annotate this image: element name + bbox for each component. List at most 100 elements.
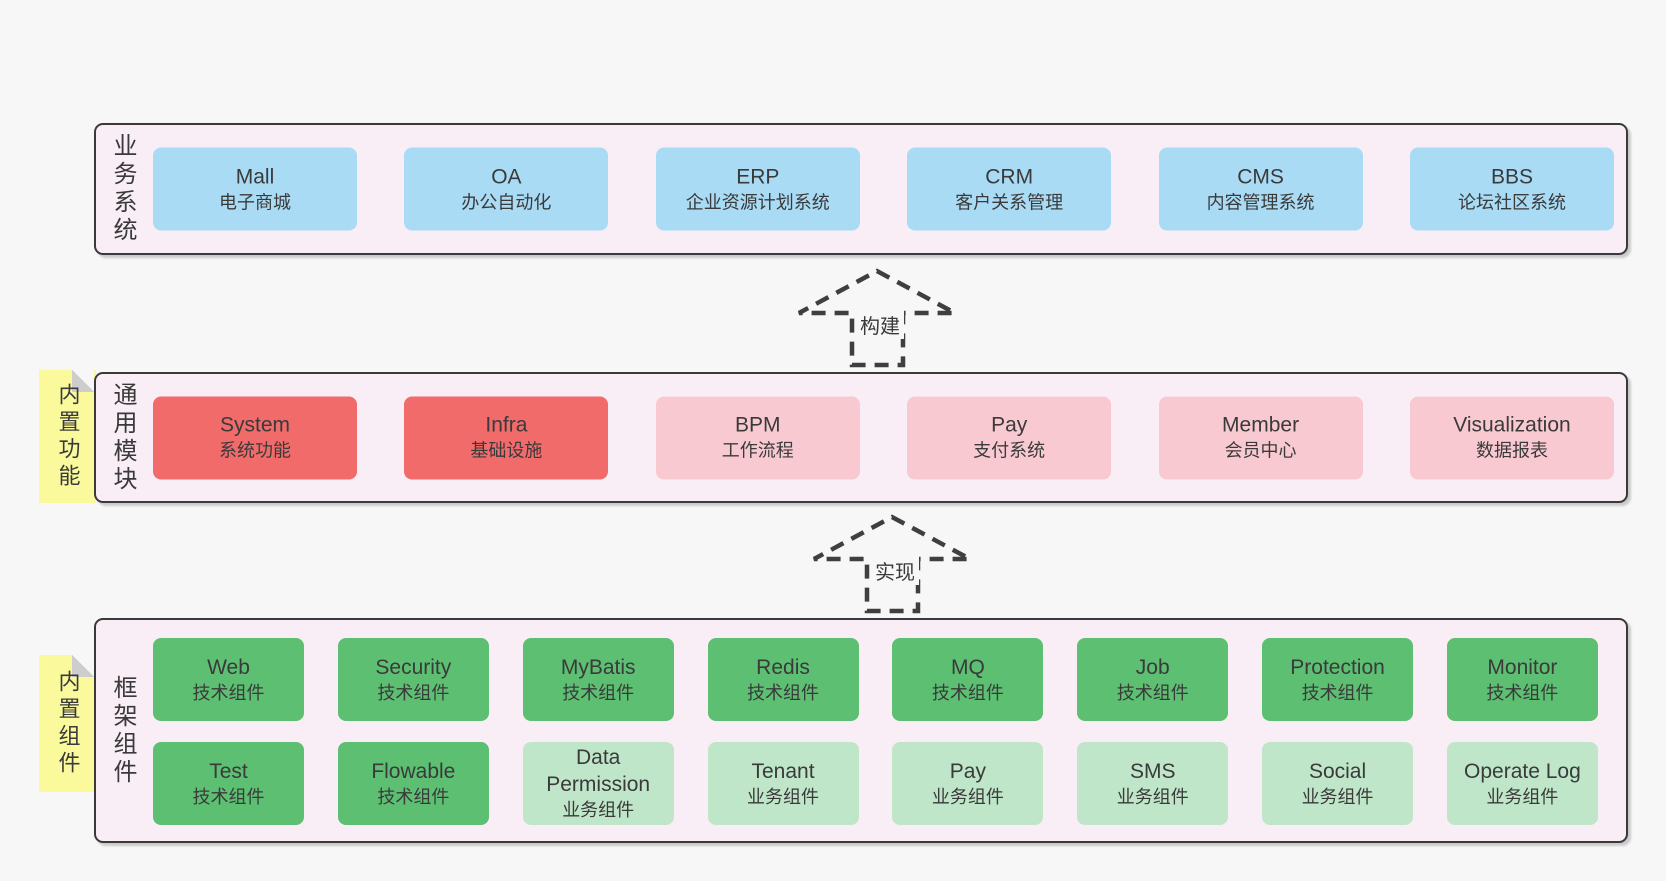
box-test-desc: 技术组件 (192, 786, 265, 807)
box-web-name: Web (207, 655, 250, 679)
framework-components-panel: 框架组件 Web 技术组件 Security 技术组件 MyBatis 技术组件… (94, 618, 1628, 843)
box-system-desc: 系统功能 (219, 440, 291, 461)
box-pay-component: Pay 业务组件 (892, 742, 1044, 825)
box-monitor: Monitor 技术组件 (1446, 638, 1598, 721)
box-protection-desc: 技术组件 (1301, 682, 1374, 703)
box-erp-desc: 企业资源计划系统 (685, 192, 830, 212)
box-data-permission-name: Data Permission (546, 746, 651, 796)
box-visualization: Visualization 数据报表 (1409, 396, 1614, 479)
box-job-name: Job (1135, 655, 1170, 679)
box-infra-desc: 基础设施 (470, 440, 543, 461)
box-sms-name: SMS (1129, 759, 1176, 783)
box-visualization-name: Visualization (1453, 413, 1571, 437)
box-web: Web 技术组件 (153, 638, 304, 721)
box-test-name: Test (209, 759, 248, 783)
framework-components-label: 框架组件 (109, 674, 136, 787)
box-redis-desc: 技术组件 (747, 682, 820, 703)
builtin-components-sticky-label: 内置组件 (55, 669, 81, 778)
box-tenant-desc: 业务组件 (747, 786, 820, 807)
box-tenant-name: Tenant (751, 759, 815, 783)
box-infra: Infra 基础设施 (404, 396, 609, 479)
box-pay-module-desc: 支付系统 (973, 440, 1046, 461)
box-tenant: Tenant 业务组件 (707, 742, 859, 825)
box-protection-name: Protection (1290, 655, 1385, 679)
box-bbs: BBS 论坛社区系统 (1409, 147, 1614, 231)
box-redis-name: Redis (756, 655, 810, 679)
box-cms-name: CMS (1237, 165, 1284, 188)
box-job: Job 技术组件 (1077, 638, 1229, 721)
box-mall: Mall 电子商城 (153, 147, 357, 231)
box-security: Security 技术组件 (337, 638, 489, 721)
build-arrow-label: 构建 (856, 310, 904, 339)
box-flowable-name: Flowable (371, 759, 456, 783)
box-data-permission-desc: 业务组件 (562, 800, 635, 820)
box-oa-name: OA (491, 165, 522, 188)
box-oa-desc: 办公自动化 (461, 192, 552, 212)
box-social-desc: 业务组件 (1301, 786, 1374, 807)
box-sms: SMS 业务组件 (1077, 742, 1229, 825)
common-modules-panel: 通用模块 System 系统功能 Infra 基础设施 BPM 工作流程 Pay… (94, 372, 1628, 503)
box-pay-module-name: Pay (991, 413, 1028, 437)
box-sms-desc: 业务组件 (1116, 786, 1189, 807)
box-mq: MQ 技术组件 (892, 638, 1044, 721)
implement-arrow-label: 实现 (871, 556, 919, 585)
framework-components-row-2: Test 技术组件 Flowable 技术组件 Data Permission … (153, 742, 1598, 825)
framework-components-row-1: Web 技术组件 Security 技术组件 MyBatis 技术组件 Redi… (153, 638, 1598, 721)
box-monitor-name: Monitor (1487, 655, 1558, 679)
box-mall-name: Mall (235, 165, 275, 188)
box-mybatis-name: MyBatis (560, 655, 636, 679)
box-system: System 系统功能 (153, 396, 357, 479)
implement-arrow: 实现 (795, 508, 995, 620)
build-arrow-shape (797, 268, 957, 368)
box-redis: Redis 技术组件 (707, 638, 859, 721)
box-system-name: System (219, 413, 290, 437)
builtin-functions-sticky: 内置功能 (39, 370, 96, 503)
box-security-name: Security (375, 655, 452, 679)
box-job-desc: 技术组件 (1116, 682, 1189, 703)
box-social-name: Social (1308, 759, 1367, 783)
implement-arrow-shape (812, 514, 972, 614)
box-flowable-desc: 技术组件 (377, 786, 450, 807)
box-pay-component-name: Pay (949, 759, 986, 783)
build-arrow: 构建 (780, 262, 980, 374)
business-systems-label: 业务系统 (109, 133, 136, 245)
box-crm-name: CRM (985, 165, 1034, 188)
box-crm: CRM 客户关系管理 (907, 147, 1112, 231)
box-operate-log-name: Operate Log (1464, 759, 1581, 783)
box-monitor-desc: 技术组件 (1486, 682, 1559, 703)
box-pay-module: Pay 支付系统 (907, 396, 1112, 479)
box-crm-desc: 客户关系管理 (955, 192, 1064, 212)
box-bpm-name: BPM (735, 413, 781, 437)
box-bpm-desc: 工作流程 (721, 440, 794, 461)
common-modules-label: 通用模块 (109, 381, 136, 494)
box-web-desc: 技术组件 (192, 682, 265, 703)
box-mybatis: MyBatis 技术组件 (522, 638, 674, 721)
box-social: Social 业务组件 (1262, 742, 1414, 825)
box-mq-name: MQ (950, 655, 985, 679)
builtin-components-sticky: 内置组件 (39, 655, 96, 792)
box-pay-component-desc: 业务组件 (931, 786, 1004, 807)
box-mybatis-desc: 技术组件 (562, 682, 635, 703)
box-member-desc: 会员中心 (1224, 440, 1297, 461)
box-cms: CMS 内容管理系统 (1158, 147, 1363, 231)
box-bpm: BPM 工作流程 (655, 396, 860, 479)
box-erp-name: ERP (736, 165, 780, 188)
box-data-permission: Data Permission 业务组件 (522, 742, 674, 825)
box-bbs-desc: 论坛社区系统 (1457, 192, 1566, 212)
box-erp: ERP 企业资源计划系统 (655, 147, 860, 231)
box-cms-desc: 内容管理系统 (1206, 192, 1315, 212)
box-oa: OA 办公自动化 (404, 147, 609, 231)
box-infra-name: Infra (485, 413, 528, 437)
box-mall-desc: 电子商城 (219, 192, 291, 212)
business-systems-panel: 业务系统 Mall 电子商城 OA 办公自动化 ERP 企业资源计划系统 CRM… (94, 123, 1628, 255)
box-mq-desc: 技术组件 (931, 682, 1004, 703)
box-security-desc: 技术组件 (377, 682, 450, 703)
box-operate-log: Operate Log 业务组件 (1446, 742, 1598, 825)
builtin-functions-sticky-label: 内置功能 (55, 382, 81, 491)
box-flowable: Flowable 技术组件 (337, 742, 489, 825)
business-systems-boxes: Mall 电子商城 OA 办公自动化 ERP 企业资源计划系统 CRM 客户关系… (153, 147, 1614, 231)
box-bbs-name: BBS (1490, 165, 1533, 188)
common-modules-boxes: System 系统功能 Infra 基础设施 BPM 工作流程 Pay 支付系统… (153, 396, 1614, 479)
box-test: Test 技术组件 (153, 742, 304, 825)
box-protection: Protection 技术组件 (1262, 638, 1414, 721)
